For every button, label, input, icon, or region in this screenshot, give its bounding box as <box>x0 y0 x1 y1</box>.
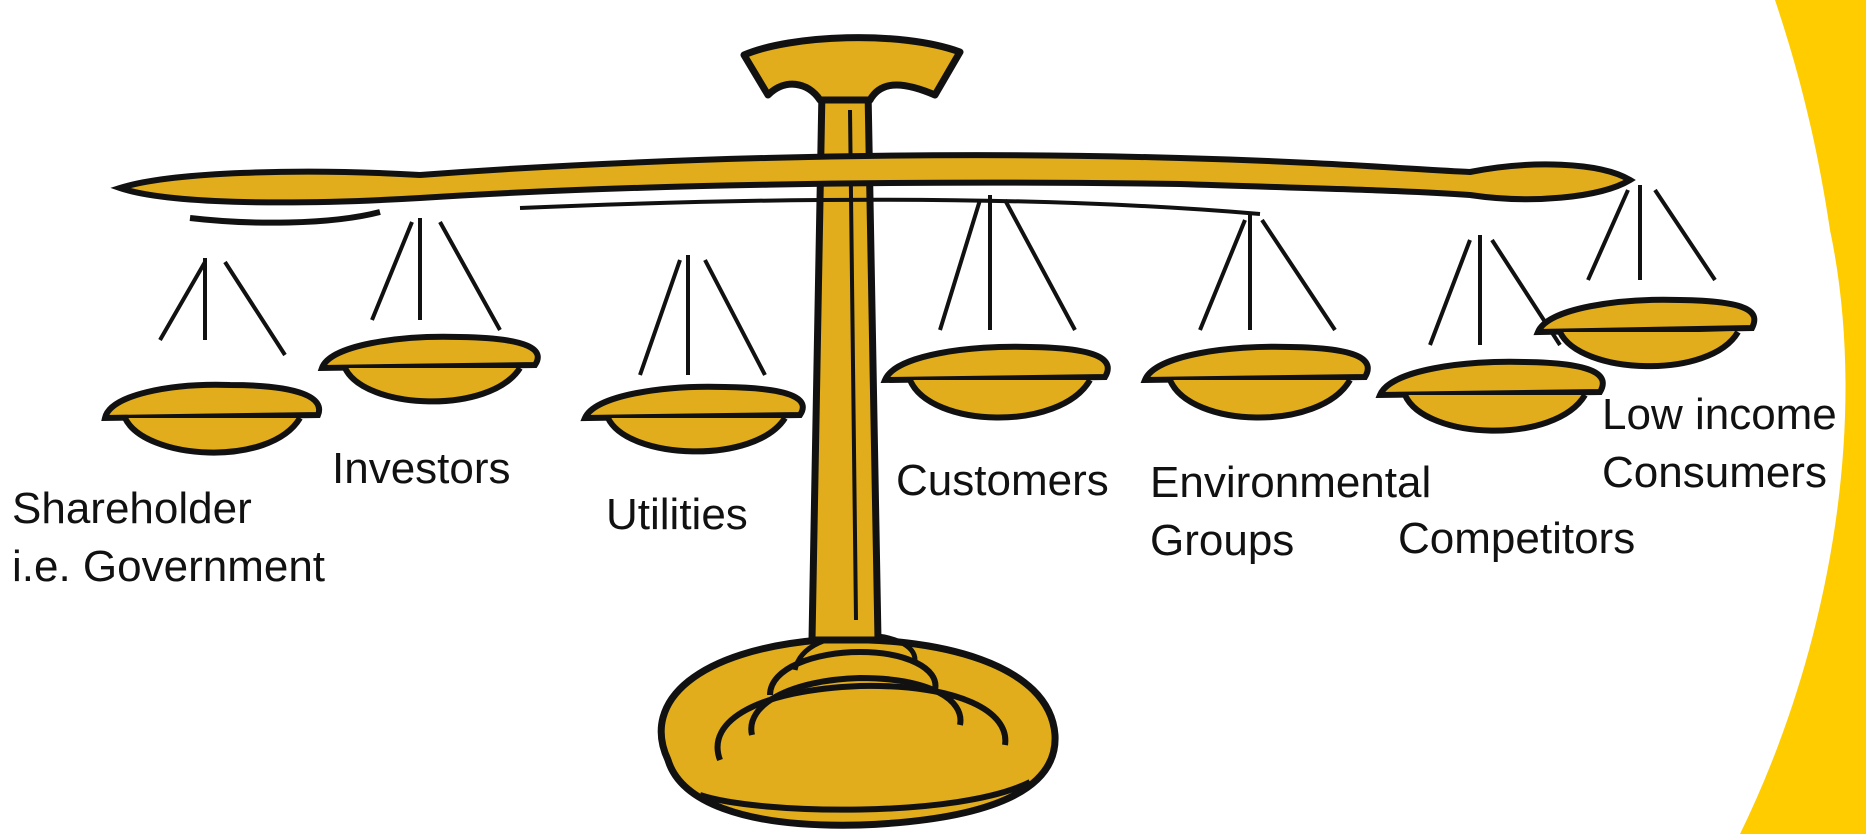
pan-investors <box>317 218 541 405</box>
label-environmental-groups: Environmental Groups <box>1150 458 1432 565</box>
scale-base <box>657 632 1059 829</box>
pan-environmental-groups <box>1140 215 1371 421</box>
pan-customers <box>880 195 1111 421</box>
pan-shareholder <box>101 258 323 456</box>
label-competitors: Competitors <box>1398 514 1636 563</box>
accent-band <box>1740 0 1866 834</box>
scale-crown <box>740 34 964 104</box>
pan-utilities <box>580 255 806 455</box>
pan-competitors <box>1375 235 1606 434</box>
label-shareholder: Shareholder i.e. Government <box>12 484 326 591</box>
label-customers: Customers <box>896 456 1109 505</box>
label-utilities: Utilities <box>606 490 748 539</box>
pan-low-income-consumers <box>1533 185 1758 370</box>
label-investors: Investors <box>332 444 511 493</box>
scale-beam <box>110 152 1636 226</box>
label-low-income-consumers: Low income Consumers <box>1602 390 1837 497</box>
